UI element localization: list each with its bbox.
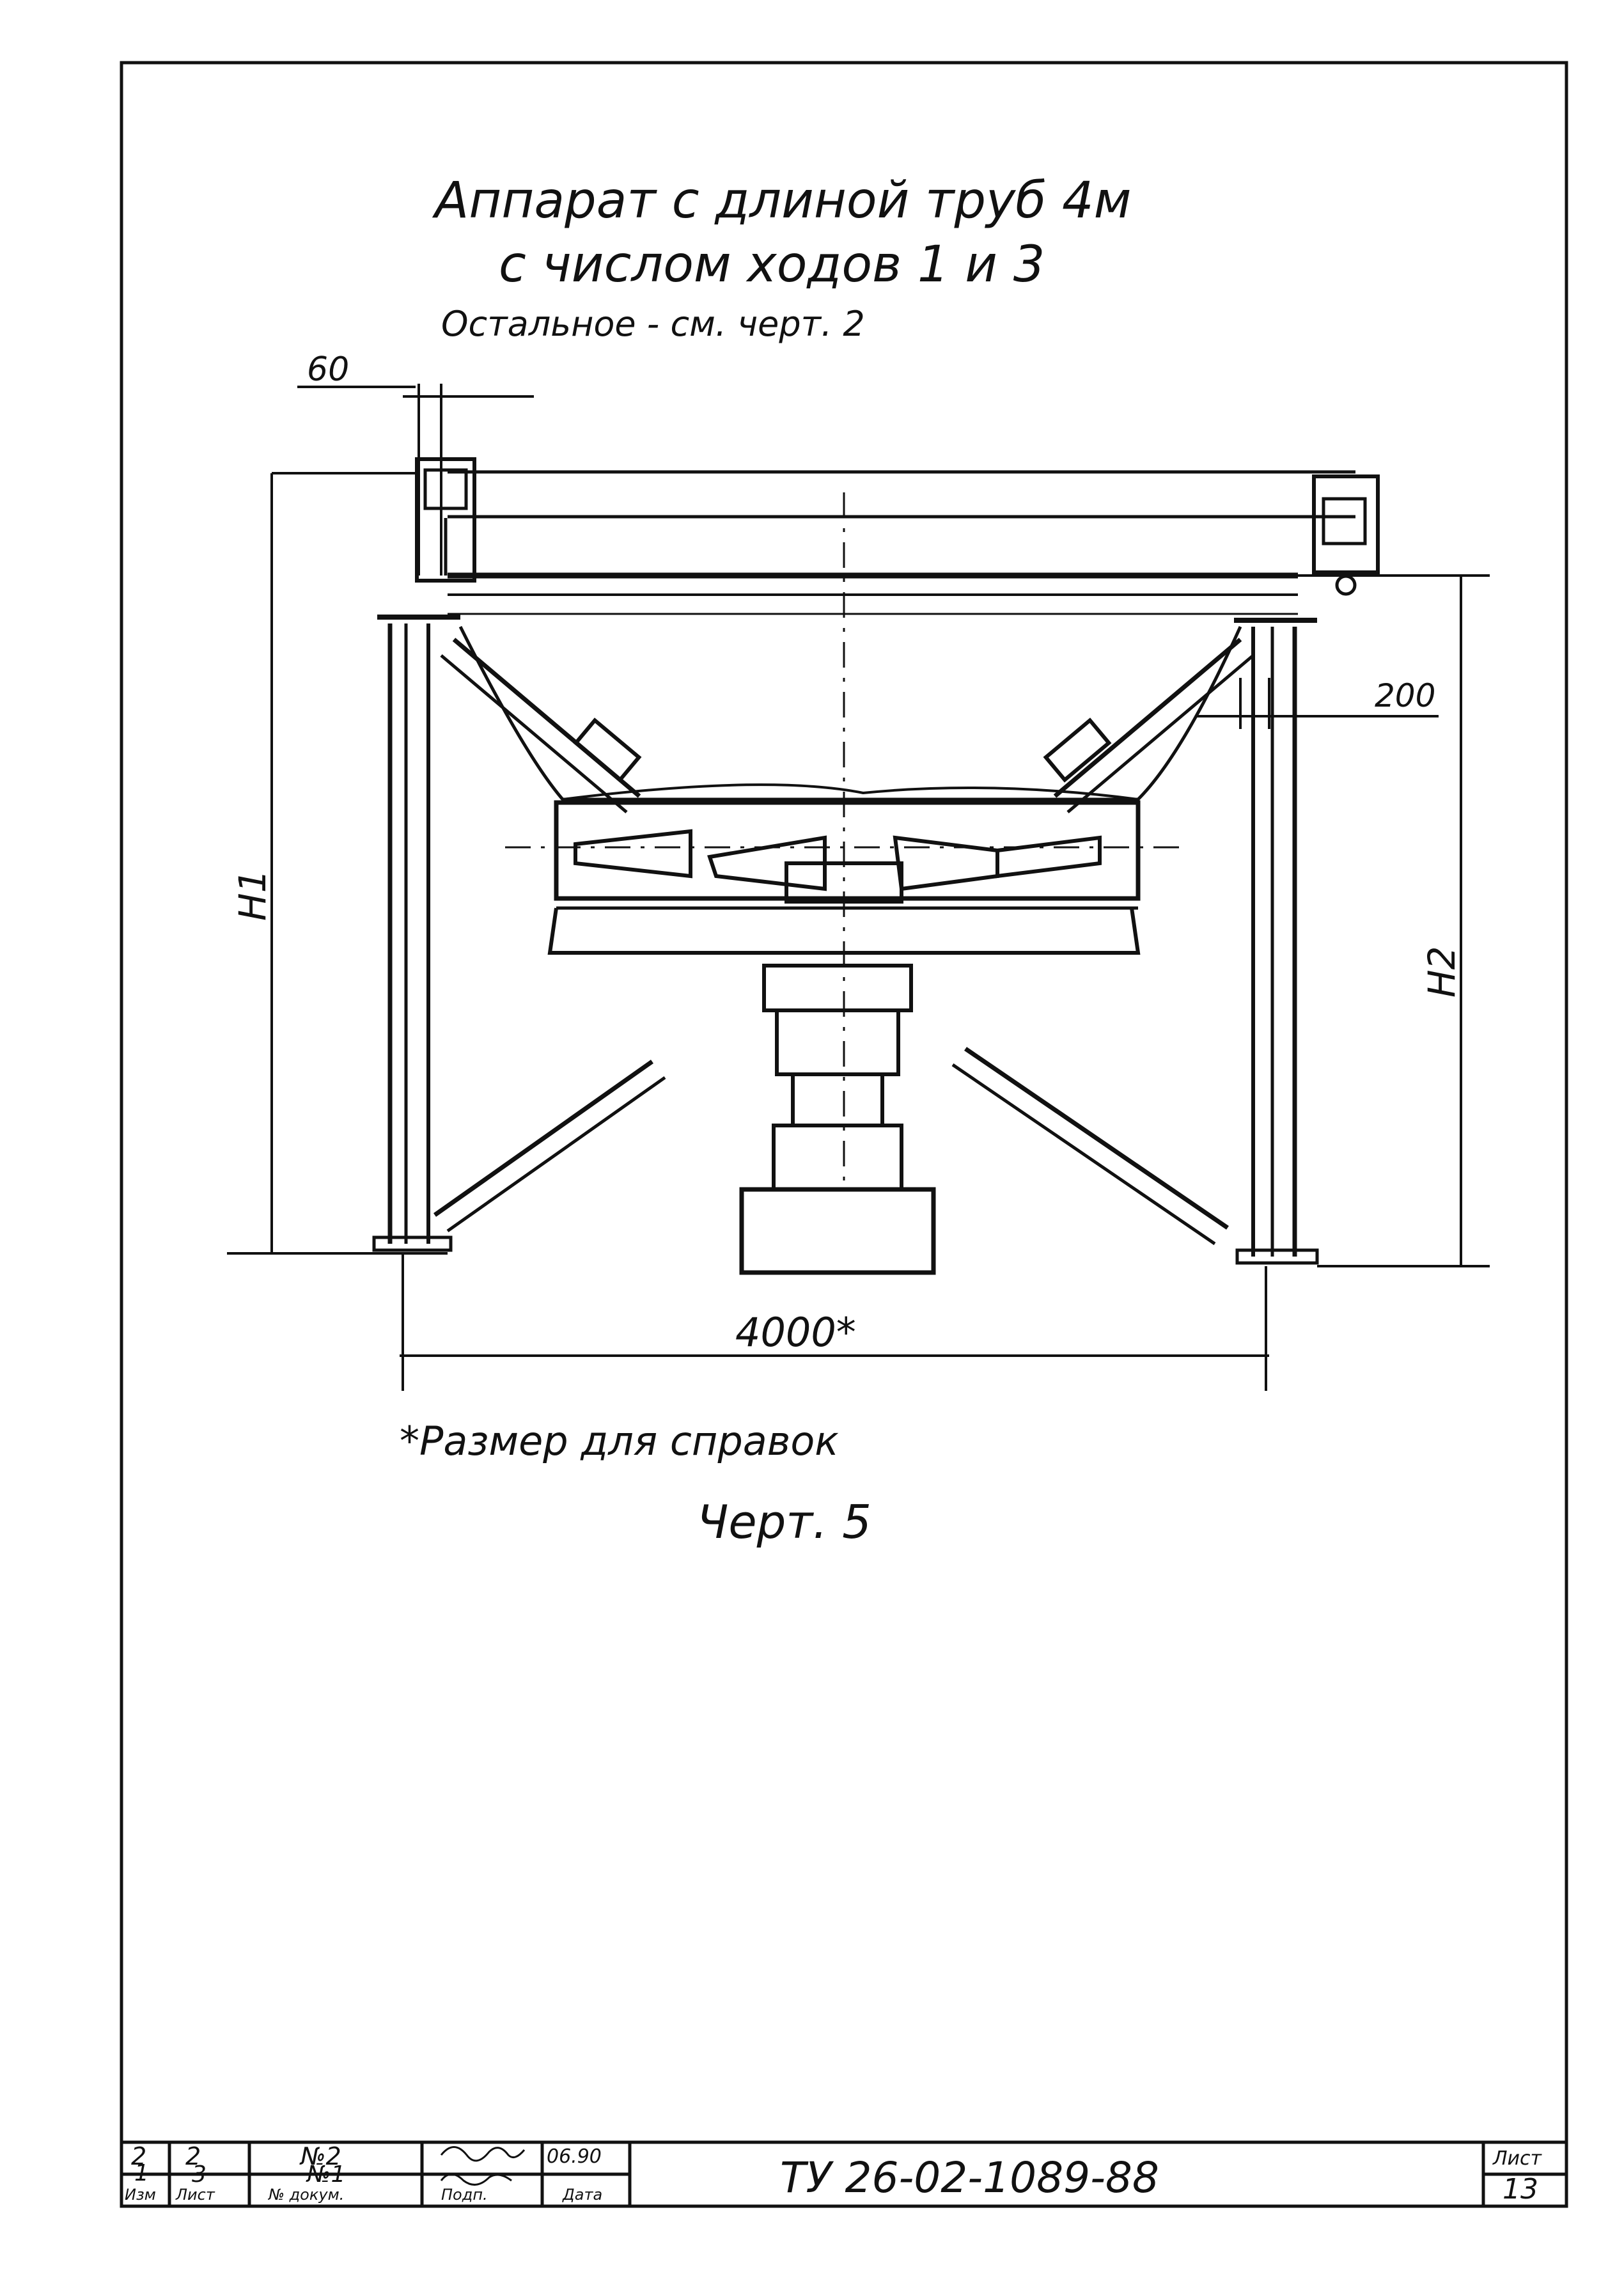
drive-unit-right — [1312, 474, 1380, 574]
fan-hood — [458, 625, 1242, 801]
right-base-plate — [1235, 1248, 1319, 1265]
sheet-label: Лист — [1492, 2147, 1543, 2170]
tb-label-izm: Изм — [125, 2186, 156, 2204]
tb-row2-izm: 1 — [134, 2160, 149, 2186]
upper-strut-right — [1053, 638, 1242, 798]
footnote: *Размер для справок — [400, 1418, 839, 1464]
drawing-caption: Черт. 5 — [697, 1495, 871, 1549]
coupling — [791, 1072, 884, 1127]
tb-row1-doc: №2 — [299, 2142, 341, 2170]
tb-label-list: Лист — [175, 2186, 215, 2204]
lower-strut-right — [964, 1047, 1229, 1230]
fan-blade-right-1 — [893, 835, 999, 891]
fan-blade-right-2 — [995, 835, 1102, 879]
signature-2 — [440, 2173, 512, 2186]
dim-h2-label: H2 — [1420, 946, 1464, 998]
dim-4000-label: 4000* — [735, 1309, 856, 1356]
sheet-frame — [120, 61, 1568, 2208]
dim-h1-label: H1 — [231, 869, 274, 921]
dimension-lines — [227, 384, 1490, 1391]
header-line-2: с числом ходов 1 и 3 — [499, 236, 1045, 294]
fan-blade-left-1 — [574, 829, 692, 879]
tb-label-doc: № докум. — [267, 2186, 344, 2204]
motor — [739, 1187, 936, 1275]
lower-strut-left — [433, 1060, 654, 1217]
tb-row2-doc: №1 — [306, 2161, 345, 2188]
apparatus-drawing — [372, 457, 1380, 1275]
tb-label-sign: Подп. — [441, 2186, 488, 2204]
left-base-plate — [372, 1235, 453, 1252]
drive-unit-left — [415, 457, 476, 583]
header-line-3: Остальное - см. черт. 2 — [441, 304, 865, 344]
signature-1 — [440, 2146, 526, 2162]
tb-row1-izm: 2 — [131, 2142, 146, 2170]
tb-row1-list: 2 — [185, 2142, 201, 2170]
sheet-number: 13 — [1503, 2173, 1538, 2206]
document-number: ТУ 26-02-1089-88 — [780, 2153, 1159, 2202]
tb-label-date: Дата — [562, 2186, 602, 2204]
header-line-1: Аппарат с длиной труб 4м — [432, 172, 1132, 230]
tb-row1-date: 06.90 — [547, 2145, 602, 2168]
fan-ring — [554, 800, 1141, 901]
fan-blade-left-2 — [707, 835, 827, 891]
dim-200-label: 200 — [1375, 677, 1435, 714]
tb-row2-list: 3 — [192, 2161, 207, 2188]
gearbox — [762, 964, 913, 1012]
dim-60-label: 60 — [307, 350, 349, 389]
title-block — [121, 2140, 1566, 2206]
